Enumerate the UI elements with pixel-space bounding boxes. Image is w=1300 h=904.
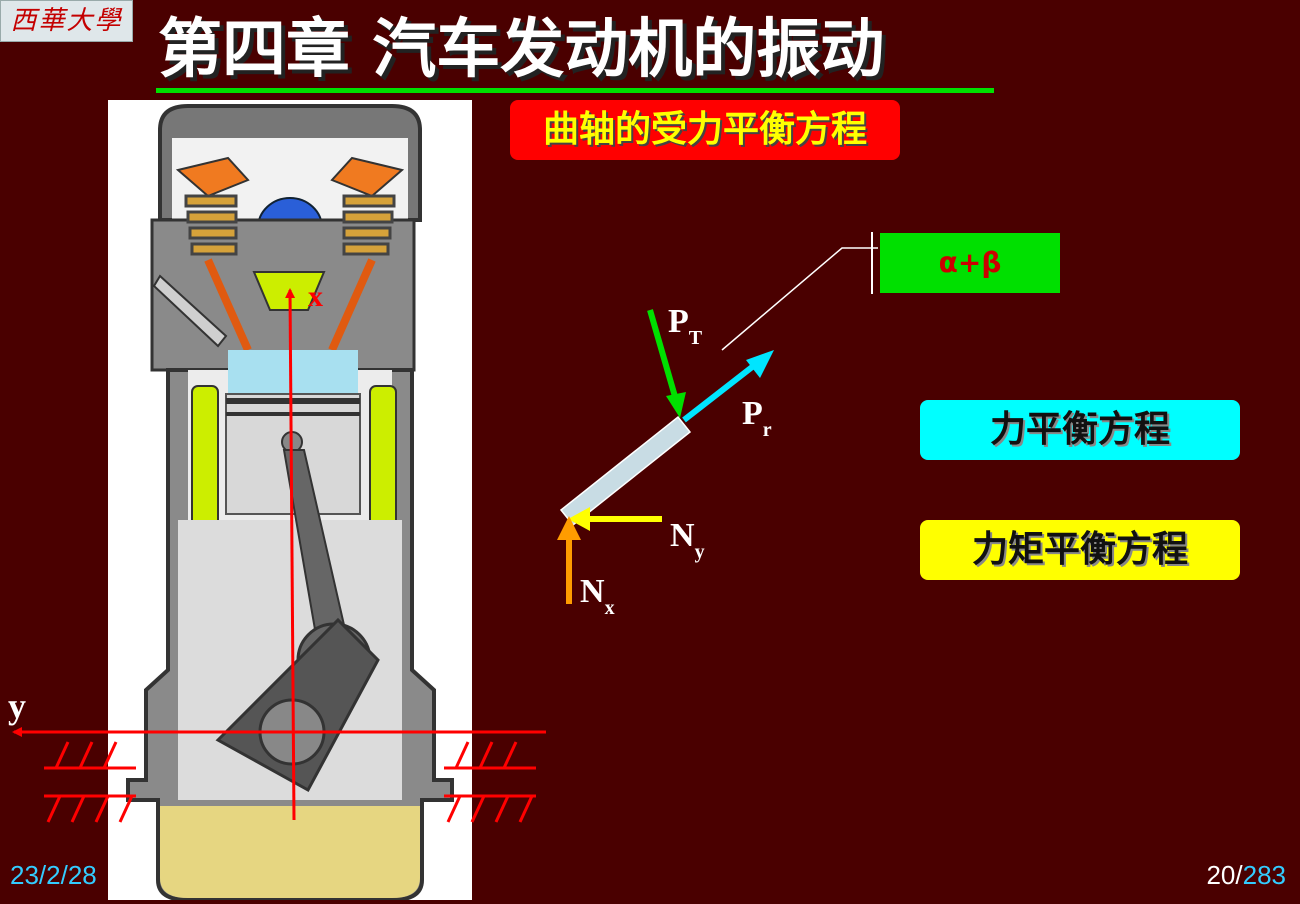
angle-box: α+β: [880, 233, 1060, 293]
spark-plug: [152, 274, 228, 348]
exhaust-valve: [328, 258, 376, 352]
ground-support-left: [44, 741, 136, 823]
engine-illustration: [108, 100, 472, 902]
slide-date: 23/2/28: [10, 860, 97, 890]
ny-arrowhead: [568, 507, 590, 531]
subtitle-box: 曲轴的受力平衡方程: [510, 100, 900, 160]
page-number: 20/283: [1206, 860, 1286, 891]
page-current: 20: [1206, 860, 1236, 890]
page-separator: /: [1235, 860, 1243, 890]
rocker-arm-right: [330, 156, 405, 198]
piston-ring-1: [226, 398, 360, 404]
moment-balance-button[interactable]: 力矩平衡方程: [920, 520, 1240, 580]
pt-arrowhead: [666, 392, 686, 418]
oil-sump: [160, 806, 420, 898]
crank-arm: [559, 415, 692, 527]
piston-ring-2: [226, 412, 360, 416]
pr-label: Pr: [742, 395, 772, 441]
x-axis-label: x: [308, 280, 323, 313]
university-logo: 西華大學: [0, 0, 133, 42]
nx-label: Nx: [580, 573, 615, 619]
pt-label: PT: [668, 303, 703, 349]
rocker-arm-left: [175, 156, 250, 198]
pr-arrow: [682, 361, 758, 423]
title-underline: [156, 88, 994, 93]
angle-leader-line: [721, 247, 878, 351]
page-total: 283: [1242, 860, 1286, 890]
compressed-charge: [228, 350, 358, 394]
valve-springs: [184, 194, 396, 256]
x-axis: [285, 288, 296, 821]
ground-support-right: [444, 741, 536, 823]
nx-arrowhead: [557, 516, 581, 540]
page-title: 第四章 汽车发动机的振动: [158, 13, 885, 87]
intake-valve: [204, 258, 252, 352]
pr-arrowhead: [746, 350, 774, 378]
ny-label: Ny: [670, 517, 705, 563]
y-axis-label: y: [8, 686, 26, 726]
force-balance-button[interactable]: 力平衡方程: [920, 400, 1240, 460]
pt-arrow: [647, 309, 679, 401]
